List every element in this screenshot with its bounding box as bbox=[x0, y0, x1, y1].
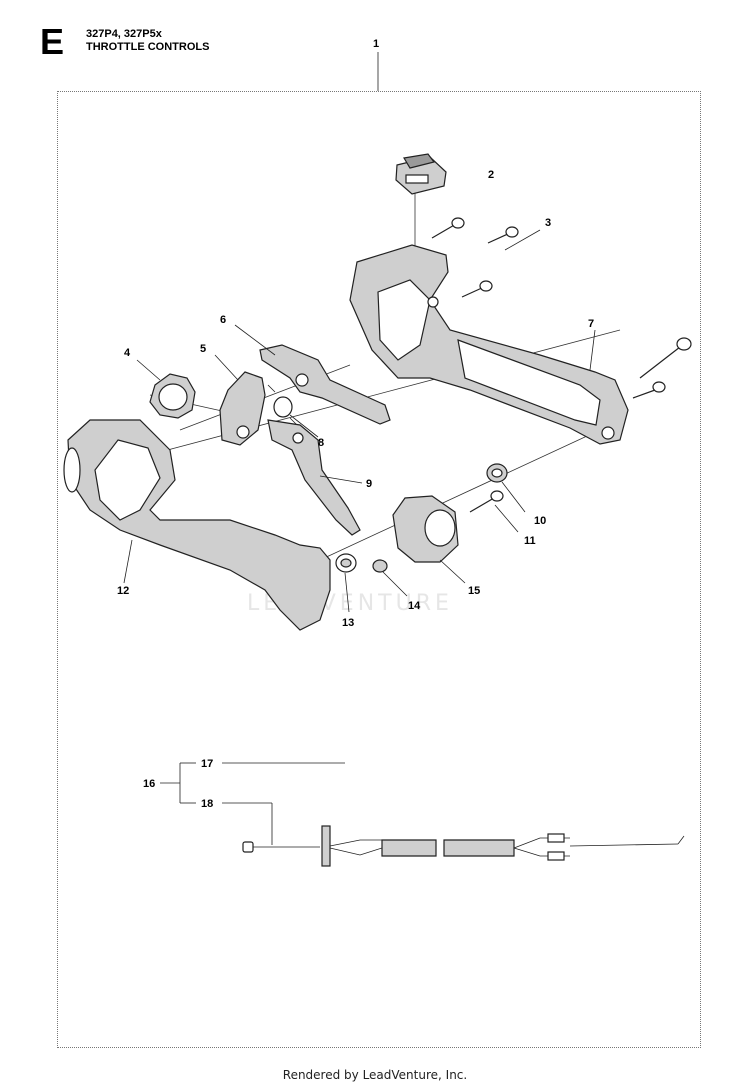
part-18-throttle-cable bbox=[242, 825, 685, 867]
part-14-bushing bbox=[372, 559, 388, 573]
diagram-frame bbox=[57, 91, 701, 1048]
part-10-bushing bbox=[486, 463, 508, 483]
cable-leaders bbox=[160, 762, 345, 845]
callout-11: 11 bbox=[524, 535, 536, 547]
callout-3: 3 bbox=[545, 217, 551, 229]
part-4-ring bbox=[149, 373, 196, 419]
callout-10: 10 bbox=[534, 515, 546, 527]
part-3-screw bbox=[431, 217, 465, 239]
callout-18: 18 bbox=[201, 798, 213, 810]
callout-9: 9 bbox=[366, 478, 372, 490]
callout-12: 12 bbox=[117, 585, 129, 597]
part-7-handle-housing bbox=[349, 244, 629, 445]
part-2-stop-switch bbox=[395, 153, 447, 195]
part-13-bushing bbox=[335, 553, 357, 573]
callout-17: 17 bbox=[201, 758, 213, 770]
callout-leaders bbox=[123, 229, 596, 613]
footer-credit: Rendered by LeadVenture, Inc. bbox=[282, 1068, 468, 1082]
callout-15: 15 bbox=[468, 585, 480, 597]
callout-7: 7 bbox=[588, 318, 594, 330]
part-15-clamp bbox=[392, 495, 459, 563]
callout-13: 13 bbox=[342, 617, 354, 629]
callout-6: 6 bbox=[220, 314, 226, 326]
part-12-handle-grip bbox=[63, 419, 331, 631]
part-5-bracket bbox=[219, 371, 266, 446]
part-3-screw-b bbox=[487, 226, 519, 244]
part-6-throttle-lever bbox=[259, 344, 391, 425]
callout-4: 4 bbox=[124, 347, 131, 359]
section-title: THROTTLE CONTROLS bbox=[86, 41, 210, 53]
callout-8: 8 bbox=[318, 437, 324, 449]
part-7-screw-a bbox=[639, 337, 692, 379]
part-7-screw-b bbox=[632, 381, 666, 399]
callout-1: 1 bbox=[373, 38, 379, 50]
callout-2: 2 bbox=[488, 169, 494, 181]
part-8-spring bbox=[267, 384, 299, 427]
section-letter: E bbox=[40, 21, 65, 62]
part-11-bolt bbox=[469, 490, 504, 513]
part-3-screw-c bbox=[461, 280, 493, 298]
part-9-lockout-lever bbox=[267, 419, 361, 536]
model-numbers: 327P4, 327P5x bbox=[86, 28, 162, 40]
callout-16: 16 bbox=[143, 778, 155, 790]
callout-5: 5 bbox=[200, 343, 206, 355]
callout-14: 14 bbox=[408, 600, 421, 612]
